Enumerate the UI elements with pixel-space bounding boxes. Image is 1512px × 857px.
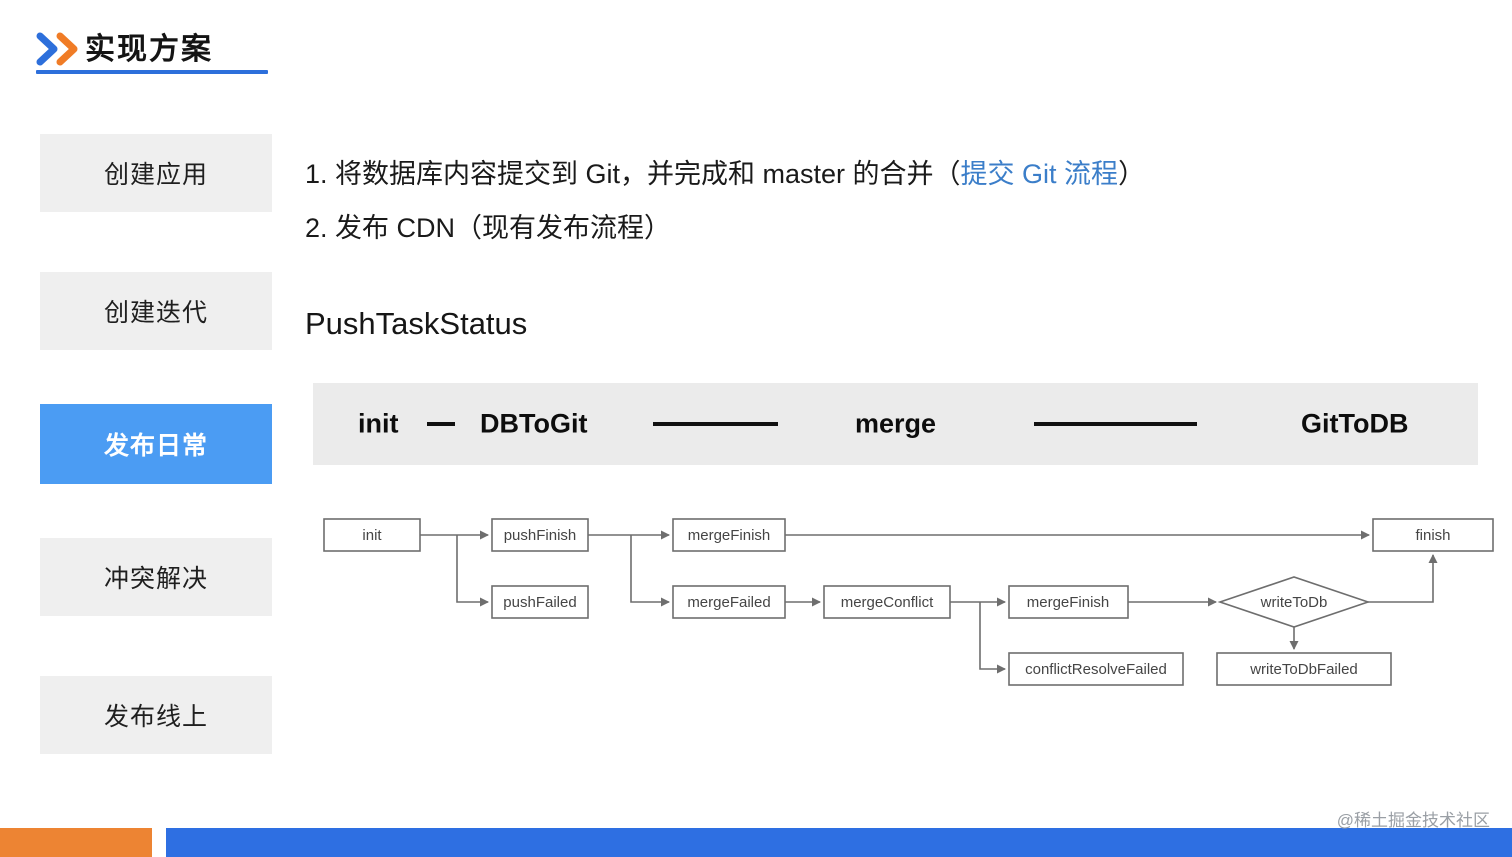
footer-blue-bar	[166, 828, 1512, 857]
watermark: @稀土掘金技术社区	[1336, 811, 1490, 830]
title-underline	[36, 70, 268, 74]
step-2: 2. 发布 CDN（现有发布流程）	[305, 213, 672, 243]
node-pushFinish-label: pushFinish	[504, 527, 577, 544]
node-init-label: init	[362, 527, 382, 544]
node-mergeConflict: mergeConflict	[823, 585, 951, 619]
step-1-text: 1. 将数据库内容提交到 Git，并完成和 master 的合并（	[305, 159, 961, 189]
node-writeToDbFailed: writeToDbFailed	[1216, 652, 1392, 686]
edge-pushFinish-mergeFailed	[630, 535, 670, 607]
node-writeToDb-diamond: writeToDb	[1217, 576, 1371, 628]
node-finish: finish	[1372, 518, 1494, 552]
sidebar-item-create-app[interactable]: 创建应用	[40, 134, 272, 212]
node-mergeFailed-label: mergeFailed	[687, 594, 770, 611]
push-task-status-heading: PushTaskStatus	[305, 306, 528, 341]
phase-connector	[653, 422, 778, 426]
node-init: init	[323, 518, 421, 552]
sidebar-item-publish-online[interactable]: 发布线上	[40, 676, 272, 754]
node-pushFailed-label: pushFailed	[503, 594, 576, 611]
page-title: 实现方案	[85, 33, 213, 66]
node-conflictResolveFailed: conflictResolveFailed	[1008, 652, 1184, 686]
phase-dbtogit: DBToGit	[480, 408, 588, 439]
node-conflictResolveFailed-label: conflictResolveFailed	[1025, 661, 1167, 678]
phase-connector	[1034, 422, 1197, 426]
node-writeToDb-label: writeToDb	[1260, 594, 1328, 611]
node-mergeFinish-top-label: mergeFinish	[688, 527, 771, 544]
status-phase-bar: init DBToGit merge GitToDB	[313, 383, 1478, 465]
edge-mergeConflict-conflictResolveFailed	[979, 602, 1006, 674]
edge-writeToDb-finish	[1368, 554, 1438, 603]
node-pushFailed: pushFailed	[491, 585, 589, 619]
sidebar-item-conflict-resolve[interactable]: 冲突解决	[40, 538, 272, 616]
node-mergeConflict-label: mergeConflict	[841, 594, 934, 611]
sidebar-item-publish-daily[interactable]: 发布日常	[40, 404, 272, 484]
state-flow-diagram: init pushFinish pushFailed mergeFinish m…	[323, 518, 1494, 686]
sidebar-item-create-iteration[interactable]: 创建迭代	[40, 272, 272, 350]
step-1: 1. 将数据库内容提交到 Git，并完成和 master 的合并（提交 Git …	[305, 152, 1145, 191]
phase-init: init	[358, 408, 399, 439]
node-pushFinish: pushFinish	[491, 518, 589, 552]
footer-orange-bar	[0, 828, 152, 857]
git-flow-link[interactable]: 提交 Git 流程	[960, 159, 1119, 189]
node-writeToDbFailed-label: writeToDbFailed	[1249, 661, 1358, 678]
node-mergeFailed: mergeFailed	[672, 585, 786, 619]
step-1-suffix: ）	[1118, 159, 1146, 189]
phase-connector	[427, 422, 455, 426]
node-mergeFinish-mid-label: mergeFinish	[1027, 594, 1110, 611]
phase-merge: merge	[855, 408, 937, 439]
double-chevron-icon	[36, 32, 78, 66]
phase-gittodb: GitToDB	[1301, 408, 1409, 439]
node-finish-label: finish	[1415, 527, 1450, 544]
edge-init-pushFailed	[456, 535, 489, 607]
node-mergeFinish-mid: mergeFinish	[1008, 585, 1129, 619]
node-mergeFinish-top: mergeFinish	[672, 518, 786, 552]
